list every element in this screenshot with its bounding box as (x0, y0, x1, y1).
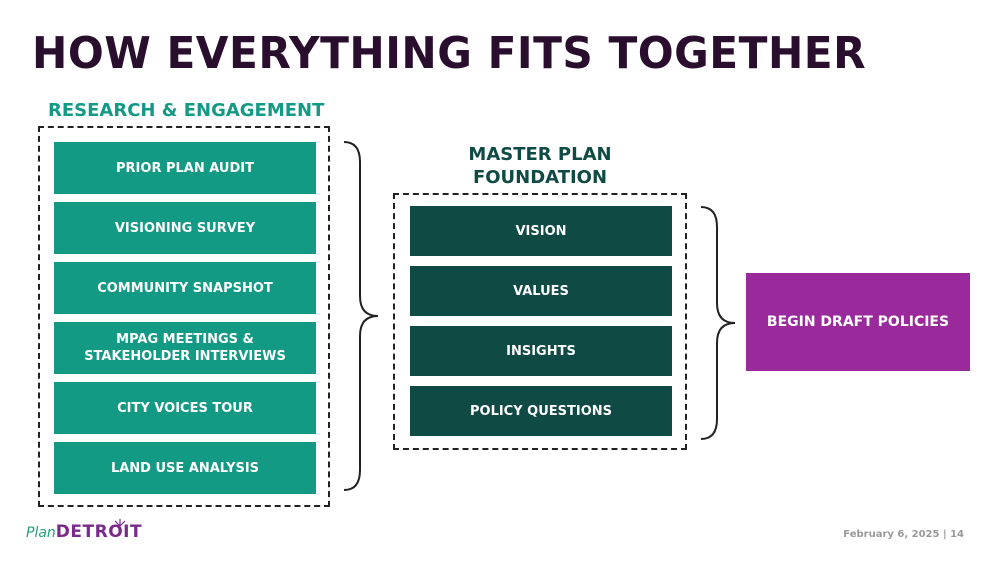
research-engagement-label: RESEARCH & ENGAGEMENT (48, 100, 325, 121)
foundation-item-vision: VISION (410, 206, 672, 256)
research-item-city-voices-tour: CITY VOICES TOUR (54, 382, 316, 434)
slide-title: HOW EVERYTHING FITS TOGETHER (32, 28, 867, 79)
begin-draft-policies-box: BEGIN DRAFT POLICIES (746, 273, 970, 371)
research-item-visioning-survey: VISIONING SURVEY (54, 202, 316, 254)
foundation-item-values: VALUES (410, 266, 672, 316)
research-brace (343, 141, 379, 491)
foundation-brace (700, 206, 736, 440)
research-item-prior-plan-audit: PRIOR PLAN AUDIT (54, 142, 316, 194)
research-item-mpag-meetings: MPAG MEETINGS & STAKEHOLDER INTERVIEWS (54, 322, 316, 374)
logo-plan-text: Plan (26, 525, 56, 541)
research-item-community-snapshot: COMMUNITY SNAPSHOT (54, 262, 316, 314)
foundation-dashed-group (393, 193, 687, 450)
logo-detroit-text: DETROIT (55, 522, 143, 542)
plan-detroit-logo: PlanDETROIT (26, 522, 142, 542)
foundation-item-insights: INSIGHTS (410, 326, 672, 376)
research-item-land-use-analysis: LAND USE ANALYSIS (54, 442, 316, 494)
footer-date-page: February 6, 2025 | 14 (843, 529, 964, 540)
master-plan-foundation-label: MASTER PLAN FOUNDATION (468, 144, 612, 188)
logo-spark-icon (114, 519, 126, 527)
foundation-item-policy-questions: POLICY QUESTIONS (410, 386, 672, 436)
research-dashed-group (38, 126, 330, 507)
